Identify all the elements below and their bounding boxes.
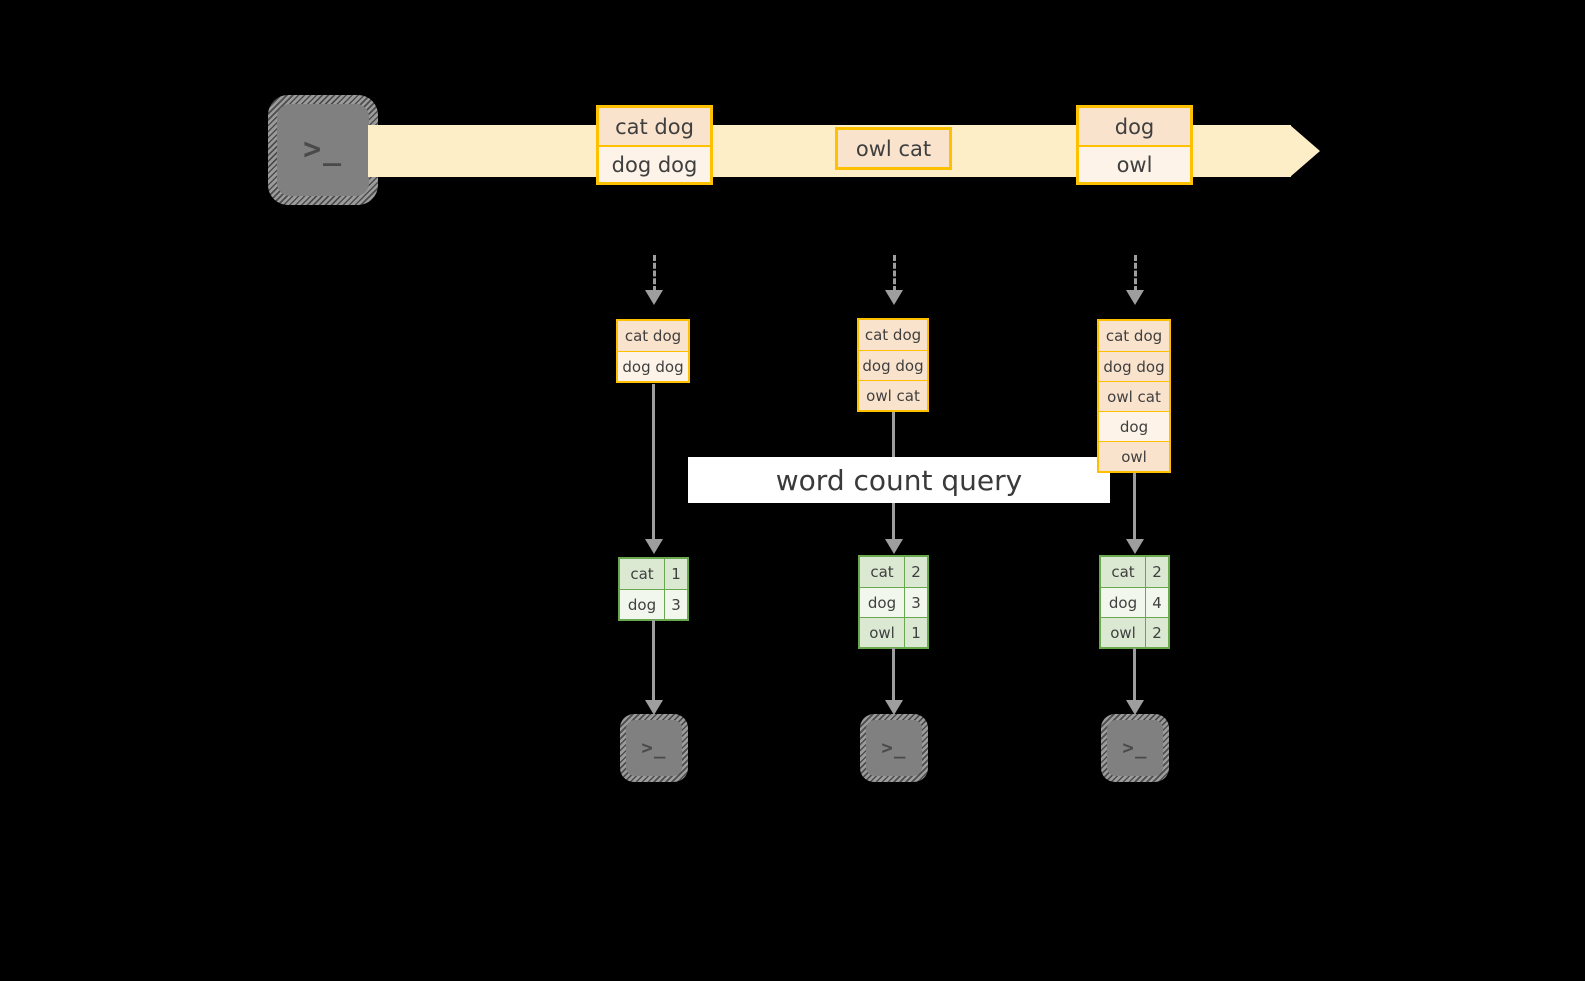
snapshot-row: dog dog <box>859 350 927 380</box>
result-to-sink-arrowhead-3 <box>1126 700 1144 715</box>
snapshot-row: dog dog <box>618 351 688 381</box>
snapshot-to-result-arrowhead-3 <box>1126 539 1144 554</box>
table-row: dog 3 <box>860 587 927 617</box>
snapshot-row: dog <box>1099 411 1169 441</box>
stream-to-snapshot-connector-2 <box>893 255 896 292</box>
table-cell-count: 2 <box>1145 557 1168 587</box>
stream-event-line: cat dog <box>599 108 710 145</box>
terminal-body <box>626 720 682 776</box>
result-to-sink-arrowhead-2 <box>885 700 903 715</box>
table-cell-count: 4 <box>1145 588 1168 617</box>
stream-event-group-1: cat dog dog dog <box>596 105 713 185</box>
terminal-prompt-glyph: >_ <box>1122 736 1148 759</box>
table-cell-word: dog <box>860 588 904 617</box>
snapshot-to-result-arrowhead-2 <box>885 539 903 554</box>
snapshot-to-result-connector-3 <box>1133 472 1136 541</box>
table-row: cat 2 <box>1101 557 1168 587</box>
snapshot-row: owl cat <box>859 380 927 410</box>
stream-to-snapshot-arrowhead-1 <box>645 290 663 305</box>
table-cell-word: dog <box>620 590 664 619</box>
sink-terminal-icon-2: >_ <box>860 714 928 782</box>
sink-terminal-icon-3: >_ <box>1101 714 1169 782</box>
sink-terminal-icon-1: >_ <box>620 714 688 782</box>
snapshot-row: cat dog <box>859 320 927 350</box>
terminal-body <box>277 104 369 196</box>
snapshot-box-3: cat dog dog dog owl cat dog owl <box>1097 319 1171 473</box>
table-cell-word: owl <box>860 618 904 647</box>
table-cell-count: 1 <box>904 618 927 647</box>
query-banner: word count query <box>688 457 1110 503</box>
table-cell-word: owl <box>1101 618 1145 647</box>
snapshot-box-2: cat dog dog dog owl cat <box>857 318 929 412</box>
snapshot-row: cat dog <box>618 321 688 351</box>
source-terminal-icon: >_ <box>268 95 378 205</box>
table-row: cat 1 <box>620 559 687 589</box>
snapshot-to-result-arrowhead-1 <box>645 539 663 554</box>
stream-event-line: dog <box>1079 108 1190 145</box>
table-cell-count: 1 <box>664 559 687 589</box>
event-stream-arrow-head <box>1290 125 1320 177</box>
table-cell-count: 2 <box>904 557 927 587</box>
table-cell-word: cat <box>1101 557 1145 587</box>
terminal-prompt-glyph: >_ <box>303 132 343 167</box>
table-cell-word: dog <box>1101 588 1145 617</box>
stream-to-snapshot-connector-3 <box>1134 255 1137 292</box>
stream-event-group-3: dog owl <box>1076 105 1193 185</box>
snapshot-row: owl <box>1099 441 1169 471</box>
table-row: owl 1 <box>860 617 927 647</box>
stream-event-group-2: owl cat <box>835 127 952 170</box>
result-to-sink-connector-3 <box>1133 648 1136 702</box>
result-table-1: cat 1 dog 3 <box>618 557 689 621</box>
stream-event-line: owl cat <box>838 130 949 167</box>
terminal-prompt-glyph: >_ <box>641 736 667 759</box>
terminal-body <box>1107 720 1163 776</box>
table-cell-word: cat <box>860 557 904 587</box>
stream-to-snapshot-arrowhead-2 <box>885 290 903 305</box>
query-banner-label: word count query <box>775 463 1023 497</box>
terminal-body <box>866 720 922 776</box>
table-row: dog 4 <box>1101 587 1168 617</box>
stream-to-snapshot-arrowhead-3 <box>1126 290 1144 305</box>
snapshot-row: cat dog <box>1099 321 1169 351</box>
stream-event-line: owl <box>1079 145 1190 182</box>
stream-event-line: dog dog <box>599 145 710 182</box>
terminal-prompt-glyph: >_ <box>881 736 907 759</box>
stream-to-snapshot-connector-1 <box>653 255 656 292</box>
table-cell-count: 2 <box>1145 618 1168 647</box>
snapshot-row: owl cat <box>1099 381 1169 411</box>
snapshot-box-1: cat dog dog dog <box>616 319 690 383</box>
table-cell-count: 3 <box>904 588 927 617</box>
snapshot-to-result-connector-1 <box>652 384 655 541</box>
table-cell-count: 3 <box>664 590 687 619</box>
result-to-sink-connector-2 <box>892 648 895 702</box>
result-to-sink-connector-1 <box>652 620 655 702</box>
table-row: cat 2 <box>860 557 927 587</box>
result-to-sink-arrowhead-1 <box>645 700 663 715</box>
snapshot-row: dog dog <box>1099 351 1169 381</box>
result-table-3: cat 2 dog 4 owl 2 <box>1099 555 1170 649</box>
table-row: dog 3 <box>620 589 687 619</box>
result-table-2: cat 2 dog 3 owl 1 <box>858 555 929 649</box>
table-cell-word: cat <box>620 559 664 589</box>
table-row: owl 2 <box>1101 617 1168 647</box>
